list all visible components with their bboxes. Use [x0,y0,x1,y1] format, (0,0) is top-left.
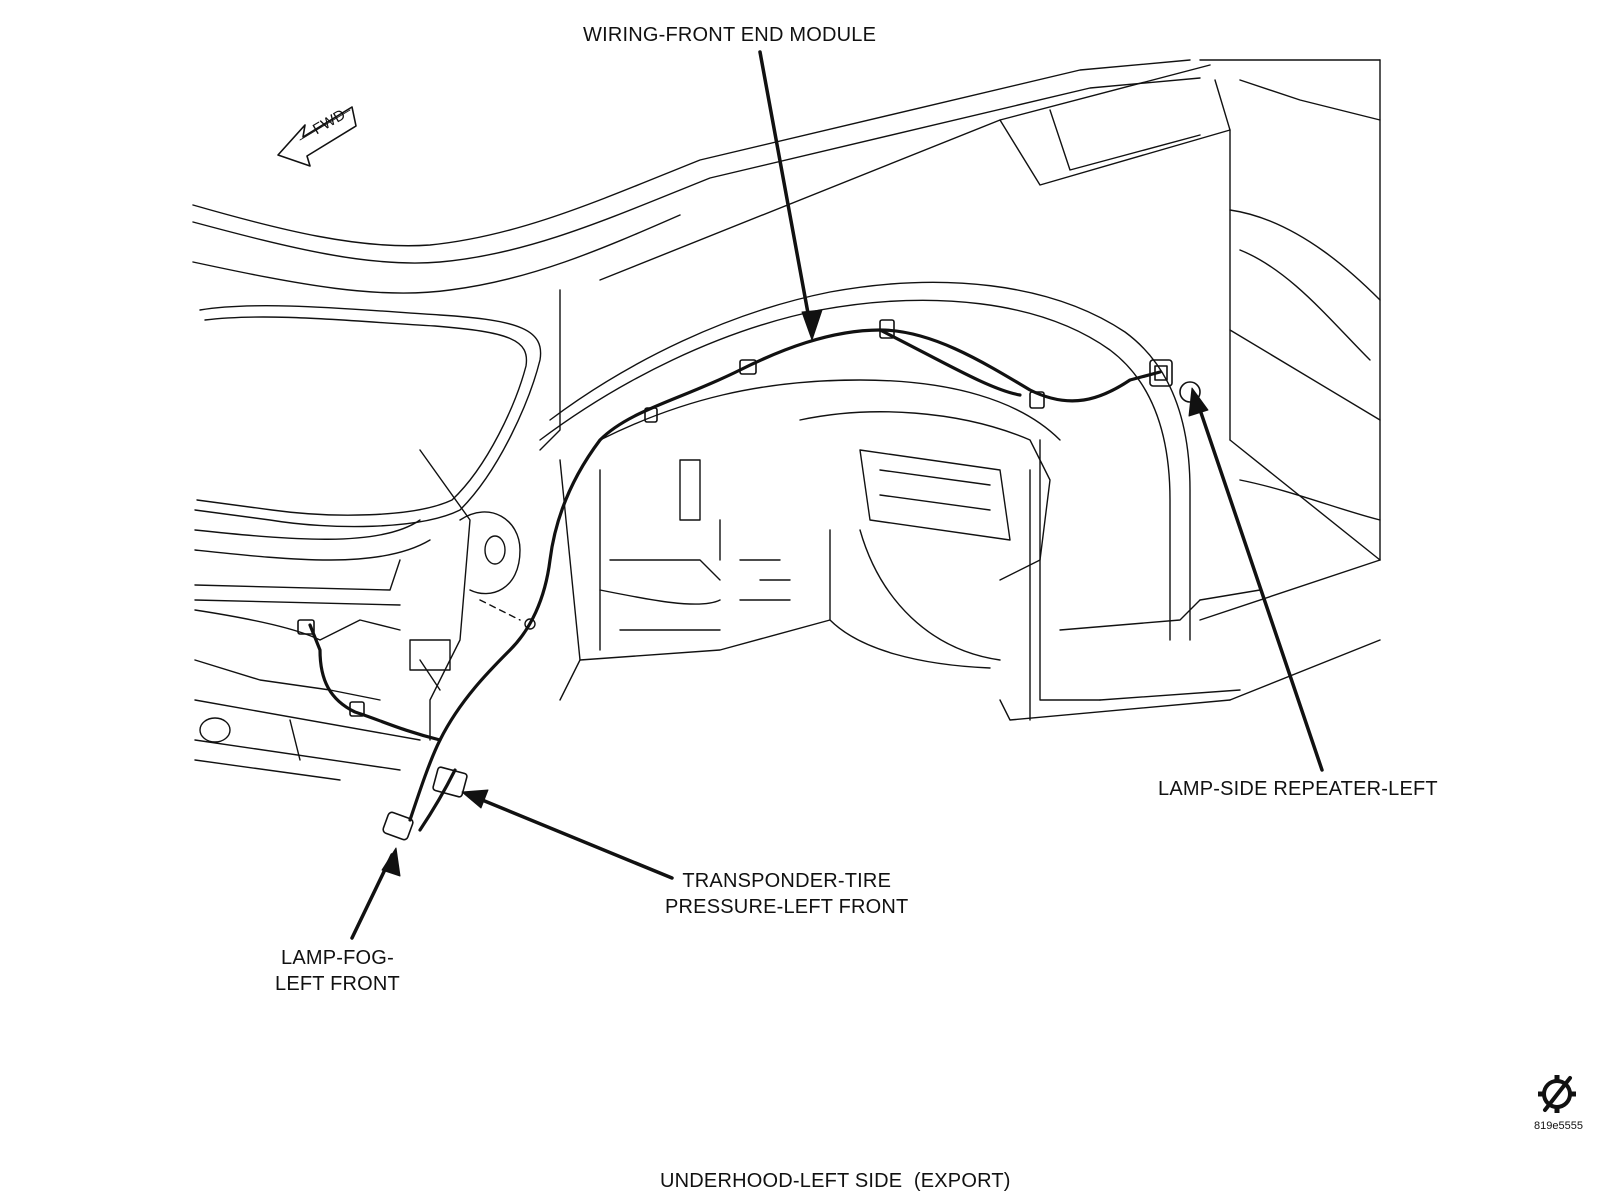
gear-slash-icon [1538,1075,1576,1113]
leader-wiring-front-end-module [758,50,814,337]
wiring-harness [308,328,1162,832]
hidden-fastener-line [479,599,521,621]
leader-arrowheads [381,309,1209,877]
label-transponder-line1: TRANSPONDER-TIRE [682,870,892,892]
label-lamp-fog-line2: LEFT FRONT [275,973,400,995]
fender-structure [192,59,1381,561]
lower-frame [999,559,1381,721]
label-wiring-front-end-module: WIRING-FRONT END MODULE [583,24,877,46]
label-lamp-fog-left-front: LAMP-FOG- LEFT FRONT [275,945,400,997]
label-transponder-line2: PRESSURE-LEFT FRONT [665,896,909,918]
fastener [524,618,536,630]
figure-caption: UNDERHOOD-LEFT SIDE (EXPORT) [660,1170,1011,1192]
label-lamp-fog-line1: LAMP-FOG- [281,947,394,969]
radiator-support [194,449,521,781]
harness-connectors [297,319,1201,841]
label-transponder-tire-pressure: TRANSPONDER-TIRE PRESSURE-LEFT FRONT [665,868,908,920]
forward-direction-arrow-icon [277,106,357,167]
wheel-well-arch [539,281,1241,721]
leader-transponder [468,793,674,880]
headlamp-opening [194,305,542,606]
label-lamp-side-repeater-left: LAMP-SIDE REPEATER-LEFT [1158,778,1438,800]
inner-apron-panel [559,459,831,701]
leader-lamp-side-repeater [1193,393,1324,772]
figure-id: 819e5555 [1534,1120,1583,1132]
